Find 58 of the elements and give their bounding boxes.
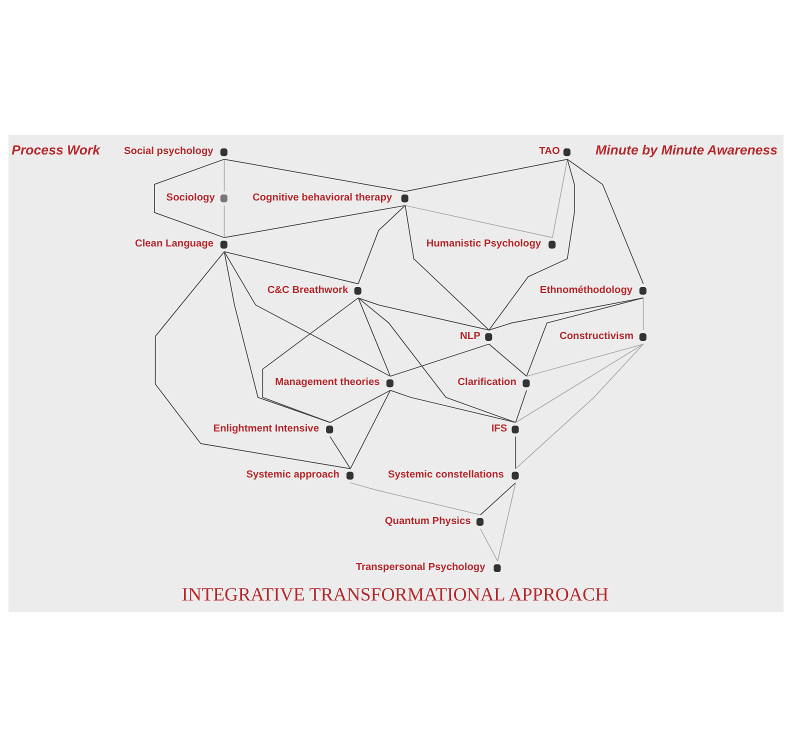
connector xyxy=(262,296,359,422)
node-label: Sociology xyxy=(166,192,215,203)
connector xyxy=(358,296,516,422)
node-label: Constructivism xyxy=(560,330,634,342)
label: Minute by Minute Awareness xyxy=(596,142,778,158)
connector xyxy=(224,250,359,284)
connector xyxy=(488,158,575,330)
connector xyxy=(390,389,516,422)
connector xyxy=(566,158,644,284)
node-label: Management theories xyxy=(275,376,380,388)
connector xyxy=(404,204,553,238)
node-label: Transpersonal Psychology xyxy=(356,562,486,573)
connector xyxy=(358,296,490,330)
connector xyxy=(497,482,516,562)
node-label: Clarification xyxy=(458,376,516,388)
connector xyxy=(390,343,490,376)
node-label: Enlightment Intensive xyxy=(213,422,319,434)
node-label: Cognitive behavioral therapy xyxy=(252,192,392,203)
node-label: Systemic constellations xyxy=(388,469,504,480)
connector xyxy=(642,296,644,330)
connector xyxy=(552,158,568,238)
connector xyxy=(404,204,490,330)
connector xyxy=(488,296,644,330)
connector xyxy=(224,158,406,192)
connector xyxy=(480,482,516,515)
label: Process Work xyxy=(12,142,100,158)
connector xyxy=(480,528,498,562)
connector xyxy=(350,389,391,469)
connector xyxy=(526,343,644,376)
connector xyxy=(515,389,528,422)
connector xyxy=(358,204,406,284)
node-label: Clean Language xyxy=(134,238,214,250)
node-label: Systemic approach xyxy=(246,469,340,480)
connector xyxy=(350,482,481,515)
connector xyxy=(154,158,225,238)
connector xyxy=(515,343,644,422)
connector xyxy=(154,250,351,469)
node-label: Social psychology xyxy=(124,146,214,157)
connector xyxy=(330,436,351,469)
connector xyxy=(526,296,644,376)
connector xyxy=(488,343,528,376)
connector xyxy=(330,389,391,422)
node-label: Quantum Physics xyxy=(384,515,471,526)
connector xyxy=(358,296,391,376)
connector xyxy=(515,343,644,469)
node-label: NLP xyxy=(460,330,480,342)
connector xyxy=(224,250,391,376)
node-label: Ethnométhodology xyxy=(540,284,633,296)
connector xyxy=(515,436,516,469)
node-label: TAO xyxy=(539,146,560,157)
diagram-title: INTEGRATIVE TRANSFORMATIONAL APPROACH xyxy=(182,584,609,605)
connector xyxy=(224,158,225,192)
node-label: Humanistic Psychology xyxy=(426,238,542,250)
connector xyxy=(224,204,225,238)
connector xyxy=(404,158,568,192)
node-label: IFS xyxy=(491,422,508,434)
connector xyxy=(224,204,406,238)
node-label: C&C Breathwork xyxy=(267,284,348,296)
